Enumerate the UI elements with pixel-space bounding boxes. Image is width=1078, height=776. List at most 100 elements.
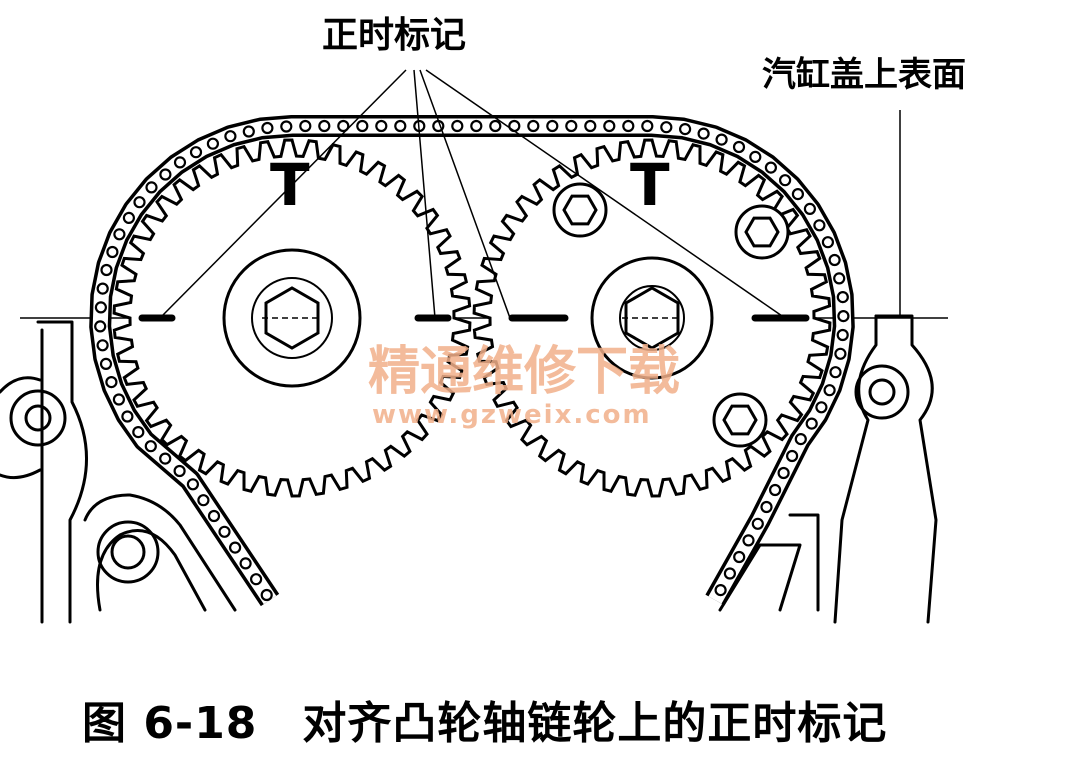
chain-roller xyxy=(565,119,578,133)
chain-roller xyxy=(121,410,134,423)
hex-bolt-icon xyxy=(562,194,598,226)
chain-roller xyxy=(356,119,369,133)
chain-roller xyxy=(206,137,219,150)
chain-roller xyxy=(837,310,850,323)
chain-roller xyxy=(603,119,616,133)
chain-roller xyxy=(678,123,692,136)
chain-roller xyxy=(132,426,145,439)
chain-roller xyxy=(113,228,126,241)
chain-roller xyxy=(299,119,312,133)
chain-roller xyxy=(760,500,773,514)
camshaft-sprockets xyxy=(112,138,832,498)
chain-roller xyxy=(508,119,521,133)
chain-roller xyxy=(94,301,108,314)
chain-roller xyxy=(100,263,113,277)
chain-roller xyxy=(794,433,807,446)
chain-roller xyxy=(715,133,728,146)
chain-roller xyxy=(145,181,158,194)
chain-roller xyxy=(105,376,118,389)
chain-roller xyxy=(821,236,835,249)
chain-roller xyxy=(451,119,464,133)
hex-bolt-icon xyxy=(722,404,758,436)
chain-roller xyxy=(785,449,799,463)
chain-roller xyxy=(823,384,836,397)
chain-roller xyxy=(242,125,255,138)
chain-roller xyxy=(229,541,242,554)
chain-roller xyxy=(660,121,673,134)
chain-roller xyxy=(641,119,654,133)
chain-roller xyxy=(197,494,210,507)
chain-roller xyxy=(697,127,710,140)
chain-roller xyxy=(791,188,805,201)
chain-roller xyxy=(94,320,107,333)
chain-roller xyxy=(144,440,157,453)
chain-roller xyxy=(768,483,782,497)
chain-roller xyxy=(813,219,826,232)
chain-roller xyxy=(280,120,293,133)
chain-roller xyxy=(133,196,146,209)
chain-roller xyxy=(805,417,818,430)
chain-roller xyxy=(732,140,746,154)
chain-roller xyxy=(749,150,762,163)
chain-roller xyxy=(829,366,842,379)
sprocket-marks: T T xyxy=(270,151,670,219)
chain-roller xyxy=(714,583,727,597)
chain-roller xyxy=(186,478,199,491)
chain-roller xyxy=(742,534,755,547)
chain-roller xyxy=(159,168,172,181)
chain-roller xyxy=(106,245,119,259)
chain-roller xyxy=(261,121,274,135)
chain-roller xyxy=(834,347,847,360)
engine-casting xyxy=(0,314,938,624)
chain-roller xyxy=(159,452,172,465)
chain-roller xyxy=(778,174,792,187)
timing-chain xyxy=(89,115,855,607)
chain-roller xyxy=(836,291,849,304)
chain-roller xyxy=(375,119,388,133)
chain-roller xyxy=(173,156,187,169)
chain-roller xyxy=(224,130,237,143)
chain-roller xyxy=(489,119,502,133)
chain-roller xyxy=(96,282,109,295)
timing-mark-leaders xyxy=(159,69,786,319)
chain-roller xyxy=(833,272,846,285)
right-camshaft-sprocket xyxy=(472,138,832,498)
chain-roller xyxy=(470,119,483,133)
chain-roller xyxy=(733,550,746,564)
chain-roller xyxy=(189,146,203,159)
chain-roller xyxy=(337,119,350,133)
chain-roller xyxy=(96,339,109,352)
left-sprocket-t-mark: T xyxy=(270,151,310,219)
chain-roller xyxy=(622,119,635,133)
figure-caption: 图 6-18 对齐凸轮轴链轮上的正时标记 xyxy=(82,698,888,749)
chain-roller xyxy=(723,567,737,580)
chain-roller xyxy=(173,464,186,478)
watermark-url: www.gzweix.com xyxy=(372,400,652,430)
chain-roller xyxy=(112,393,126,406)
left-camshaft-sprocket xyxy=(112,138,472,498)
chain-roller xyxy=(527,119,540,133)
chain-roller xyxy=(122,211,135,224)
chain-roller xyxy=(803,202,817,215)
chain-roller xyxy=(207,509,221,523)
chain-roller xyxy=(836,328,849,342)
chain-roller xyxy=(584,119,597,133)
chain-roller xyxy=(777,466,790,480)
chain-roller xyxy=(751,517,764,530)
chain-roller xyxy=(99,357,113,370)
chain-roller xyxy=(828,253,841,267)
right-sprocket-t-mark: T xyxy=(630,151,670,219)
timing-marks-label: 正时标记 xyxy=(322,15,467,56)
chain-roller xyxy=(239,557,252,570)
chain-roller xyxy=(250,573,263,586)
chain-roller xyxy=(546,119,559,133)
chain-roller xyxy=(260,588,273,602)
cylinder-head-top-surface-label: 汽缸盖上表面 xyxy=(762,55,966,95)
chain-roller xyxy=(318,119,331,133)
hex-bolt-icon xyxy=(744,216,780,248)
watermark-text: 精通维修下载 xyxy=(368,341,681,402)
chain-roller xyxy=(815,401,828,414)
chain-roller xyxy=(394,119,407,133)
chain-roller xyxy=(218,525,231,538)
